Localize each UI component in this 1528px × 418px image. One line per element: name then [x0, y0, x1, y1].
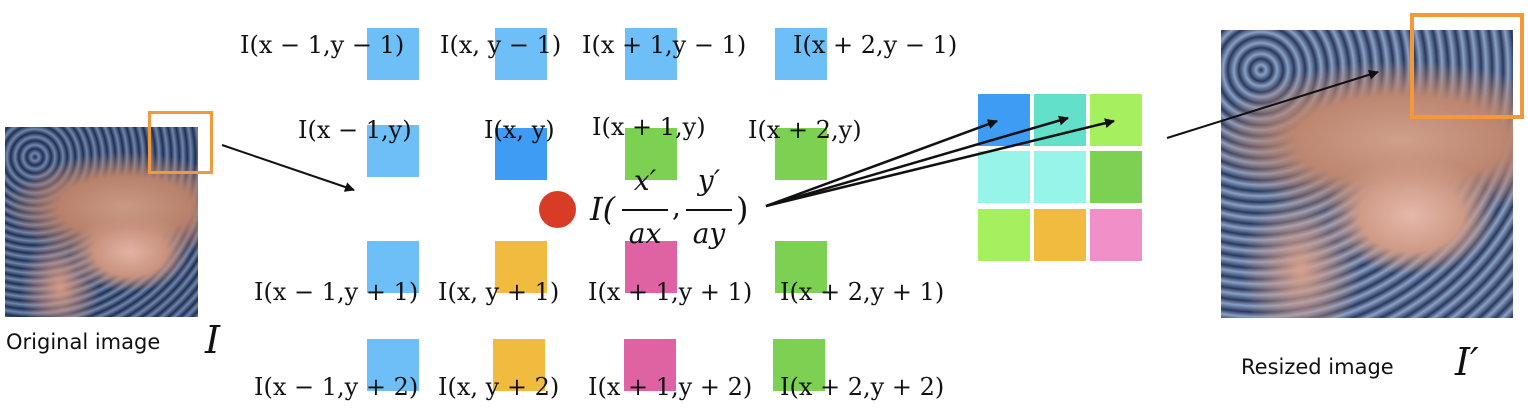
pixel-label: I(x, y): [484, 116, 555, 144]
selection-frame: [148, 111, 213, 174]
fraction-bar: [622, 209, 668, 211]
pixel-square: [775, 28, 827, 80]
output-cell: [978, 94, 1030, 146]
arrow-to-grid: [221, 144, 355, 192]
pixel-label: I(x − 1,y): [298, 116, 412, 144]
output-cell: [1034, 94, 1086, 146]
pixel-label: I(x + 1,y): [592, 113, 706, 141]
pixel-label: I(x − 1,y + 2): [254, 373, 419, 401]
original-caption: Original image: [6, 330, 161, 354]
pixel-label: I(x − 1,y − 1): [240, 31, 405, 59]
pixel-square: [625, 128, 677, 180]
resized-symbol: I′: [1455, 340, 1479, 384]
pixel-label: I(x, y + 2): [438, 373, 560, 401]
pixel-label: I(x − 1,y + 1): [254, 278, 419, 306]
output-cell: [1034, 151, 1086, 203]
pixel-label: I(x + 2,y − 1): [793, 31, 958, 59]
formula-den1: ax: [628, 217, 662, 250]
output-cell: [978, 151, 1030, 203]
pixel-label: I(x, y + 1): [438, 278, 560, 306]
output-cell: [1090, 151, 1142, 203]
resized-caption: Resized image: [1241, 355, 1394, 379]
resized-selection-frame: [1410, 13, 1524, 119]
output-cell: [978, 209, 1030, 261]
pixel-square: [495, 241, 547, 293]
formula-prefix: I(: [590, 190, 616, 228]
pixel-square: [367, 241, 419, 293]
formula-sep: ,: [672, 190, 681, 223]
pixel-label: I(x + 1,y − 1): [582, 31, 747, 59]
fraction-bar: [686, 209, 732, 211]
pixel-square: [773, 339, 825, 391]
sample-formula: I( x′ ax , y′ ay ): [590, 162, 760, 258]
output-cell: [1090, 209, 1142, 261]
formula-suffix: ): [736, 190, 749, 228]
original-image: [5, 127, 198, 317]
formula-num1: x′: [633, 164, 657, 197]
pixel-label: I(x + 2,y + 1): [780, 278, 945, 306]
pixel-square: [775, 241, 827, 293]
pixel-label: I(x + 2,y + 2): [780, 373, 945, 401]
sample-point-dot: [539, 191, 576, 228]
pixel-square: [493, 339, 545, 391]
pixel-label: I(x + 2,y): [748, 116, 862, 144]
formula-den2: ay: [692, 217, 726, 250]
pixel-square: [625, 28, 677, 80]
pixel-label: I(x + 1,y + 1): [588, 278, 753, 306]
original-symbol: I: [205, 318, 221, 362]
output-cell: [1090, 94, 1142, 146]
pixel-square: [625, 241, 677, 293]
formula-num2: y′: [697, 164, 721, 197]
pixel-square: [495, 128, 547, 180]
output-cell: [1034, 209, 1086, 261]
pixel-label: I(x + 1,y + 2): [588, 373, 753, 401]
pixel-square: [624, 339, 676, 391]
pixel-square: [367, 125, 419, 177]
pixel-square: [367, 339, 419, 391]
pixel-label: I(x, y − 1): [440, 31, 562, 59]
pixel-square: [367, 28, 419, 80]
pixel-square: [495, 28, 547, 80]
